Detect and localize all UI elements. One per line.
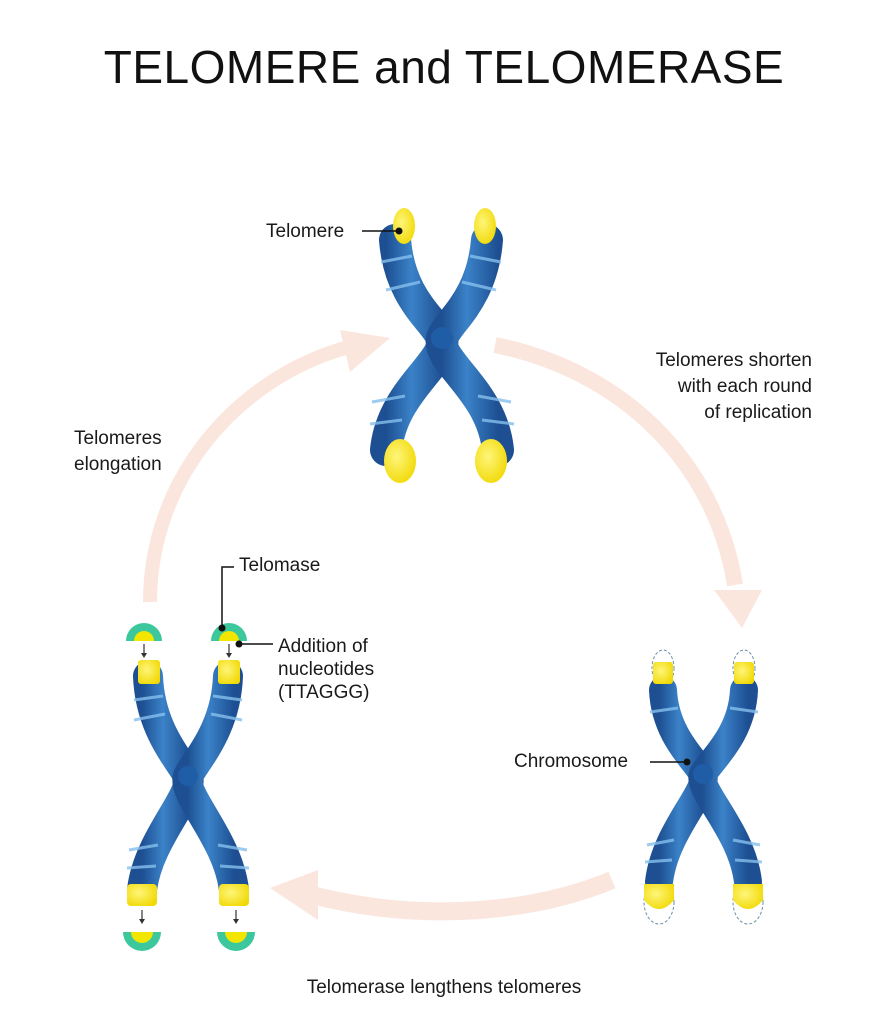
arrow-elongation-head — [340, 330, 390, 372]
telomere-short-2 — [734, 662, 754, 684]
chromosome-bottom-left — [123, 566, 273, 951]
label-telomase: Telomase — [239, 555, 321, 576]
label-telomerase-lengthens: Telomerase lengthens telomeres — [306, 977, 582, 998]
telomerase-enzyme-bottom-right — [217, 910, 255, 951]
arrow-lengthens-head — [270, 870, 318, 920]
label-telomere: Telomere — [266, 221, 345, 242]
telomere-left-1 — [138, 660, 160, 684]
telomere-left-4 — [219, 884, 249, 906]
arrow-shorten-head — [714, 590, 762, 628]
telomerase-enzyme-top-left — [126, 623, 162, 658]
label-chromosome: Chromosome — [514, 751, 629, 772]
arrow-elongation — [143, 341, 347, 603]
telomerase-enzyme-top-right — [211, 623, 247, 658]
label-telomeres-elongation: Telomeres elongation — [74, 428, 162, 476]
arrow-shorten — [493, 337, 743, 587]
diagram-title: TELOMERE and TELOMERASE — [103, 41, 785, 93]
telomere-short-3 — [644, 884, 674, 909]
telomere-left-3 — [127, 884, 157, 906]
telomerase-enzyme-bottom-left — [123, 910, 161, 951]
arrow-lengthens — [309, 871, 616, 921]
chromosome-bottom-right — [643, 649, 764, 925]
telomere-left-2 — [218, 660, 240, 684]
telomere-short-1 — [653, 662, 673, 684]
telomere-top-right-2 — [475, 439, 507, 483]
label-telomeres-shorten: Telomeres shorten with each round of rep… — [655, 350, 812, 424]
chromosome-top — [362, 208, 515, 483]
label-addition-of-nucleotides: Addition of nucleotides (TTAGGG) — [278, 636, 375, 703]
telomere-top-left-1 — [393, 208, 415, 244]
telomere-top-left-2 — [384, 439, 416, 483]
cycle-arrows — [143, 330, 762, 921]
telomere-short-4 — [733, 884, 763, 909]
telomere-top-right-1 — [474, 208, 496, 244]
